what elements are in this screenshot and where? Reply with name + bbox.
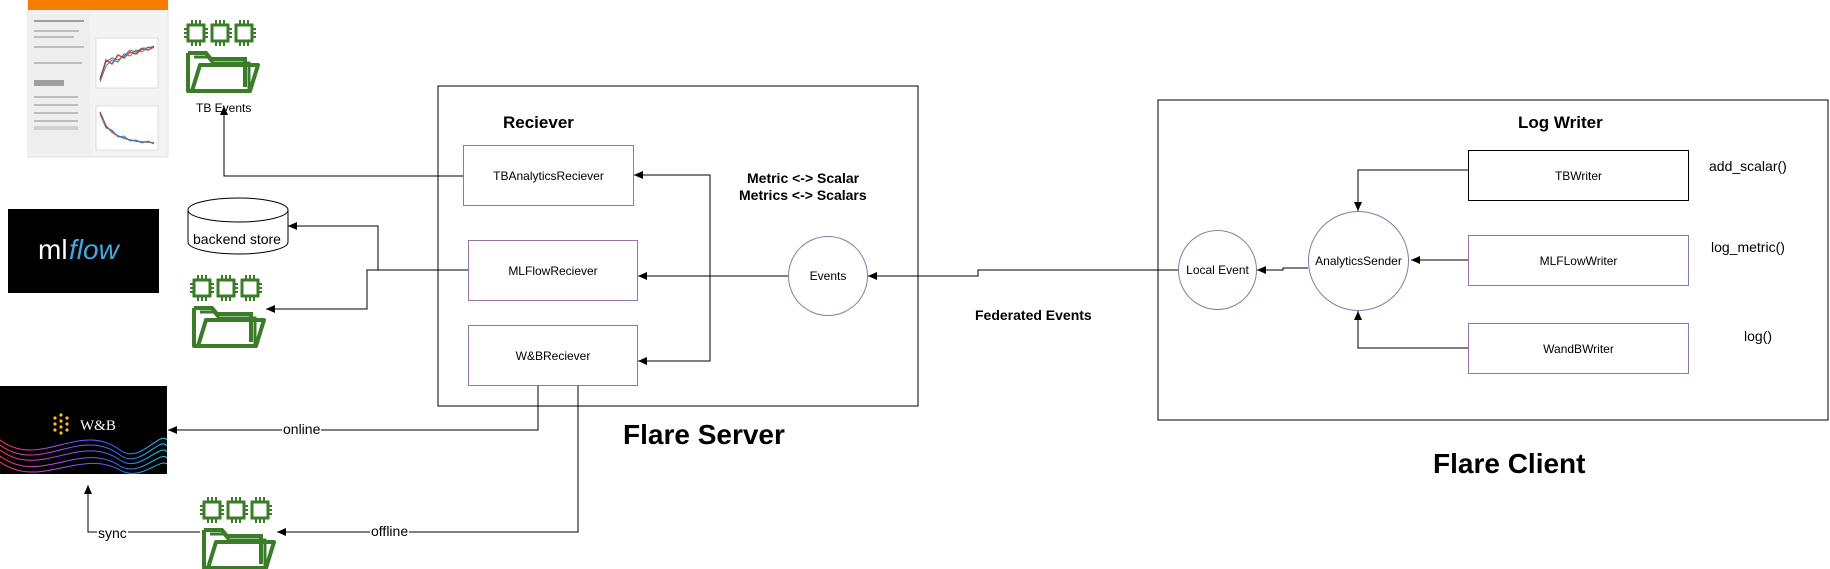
flare-client-container <box>1157 99 1829 421</box>
tb-events-label: TB Events <box>196 101 252 115</box>
mlflow-logo-text-ml: ml <box>38 234 68 265</box>
offline-label: offline <box>370 523 410 539</box>
tb-analytics-reciever-node: TBAnalyticsReciever <box>463 145 634 206</box>
wandb-offline-folder-icon <box>198 495 276 569</box>
metric-scalar-mapping-line2: Metrics <-> Scalars <box>739 187 867 203</box>
wandb-reciever-node: W&BReciever <box>468 325 638 386</box>
online-label: online <box>282 421 322 437</box>
flare-client-title: Flare Client <box>1433 448 1586 479</box>
reciever-title: Reciever <box>503 113 574 132</box>
tb-events-folder-icon <box>182 18 260 93</box>
backend-store-label: backend store <box>193 231 281 247</box>
flare-server-container <box>437 85 919 407</box>
wandb-logo-text: W&B <box>80 418 116 434</box>
connectors <box>84 106 1468 536</box>
tensorboard-screenshot <box>27 0 169 158</box>
metric-scalar-mapping-line1: Metric <-> Scalar <box>747 170 860 186</box>
wandb-logo: W&B <box>0 386 168 474</box>
log-method-label: log() <box>1744 328 1773 344</box>
federated-events-label: Federated Events <box>975 307 1092 323</box>
mlflow-logo: ml flow <box>8 209 159 293</box>
local-event-node: Local Event <box>1178 230 1257 310</box>
sync-label: sync <box>97 525 128 541</box>
mlflow-folder-icon <box>188 273 266 348</box>
mlflow-logo-text-flow: flow <box>69 234 121 265</box>
analytics-sender-node: AnalyticsSender <box>1308 211 1409 311</box>
flare-server-title: Flare Server <box>623 419 785 450</box>
events-node: Events <box>788 236 868 316</box>
add-scalar-method-label: add_scalar() <box>1709 158 1787 174</box>
backend-store-icon <box>187 197 289 255</box>
mlflow-reciever-node: MLFlowReciever <box>468 240 638 301</box>
log-metric-method-label: log_metric() <box>1711 239 1785 255</box>
wandb-writer-node: WandBWriter <box>1468 323 1689 374</box>
tb-writer-node: TBWriter <box>1468 150 1689 201</box>
mlflow-writer-node: MLFLowWriter <box>1468 235 1689 286</box>
log-writer-title: Log Writer <box>1518 113 1603 132</box>
